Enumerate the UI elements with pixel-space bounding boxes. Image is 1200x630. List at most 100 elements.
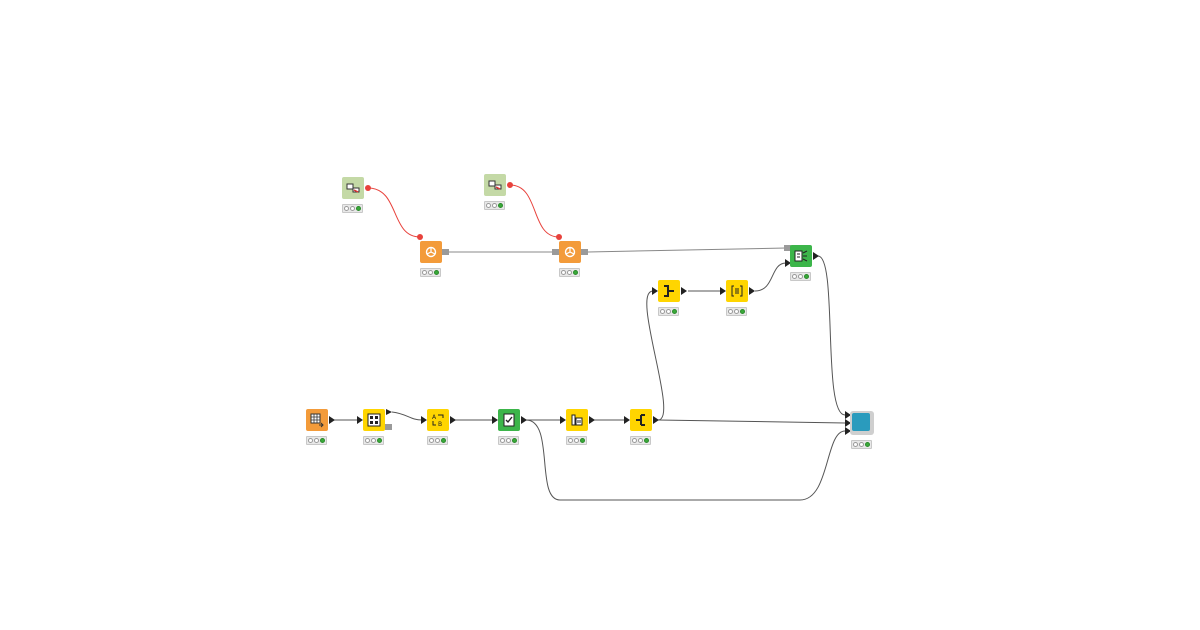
svg-text:B: B	[438, 421, 442, 428]
status-light	[792, 274, 797, 279]
input-port[interactable]	[560, 416, 566, 424]
status-light	[567, 270, 572, 275]
input-port[interactable]	[624, 416, 630, 424]
table-reader-icon	[310, 413, 324, 428]
status-light	[356, 206, 361, 211]
model-port[interactable]	[552, 249, 559, 255]
status-light	[344, 206, 349, 211]
rule-engine-node[interactable]	[726, 280, 748, 302]
status-light	[371, 438, 376, 443]
input-port[interactable]	[421, 416, 427, 424]
node-status-indicator	[342, 204, 363, 213]
splitter-node[interactable]	[630, 409, 652, 431]
model-port[interactable]	[581, 249, 588, 255]
output-port[interactable]	[749, 287, 755, 295]
node-status-indicator	[851, 440, 872, 449]
table-reader-node[interactable]	[306, 409, 328, 431]
status-light	[486, 203, 491, 208]
predictor-node[interactable]	[790, 245, 812, 267]
status-light	[320, 438, 325, 443]
status-light	[492, 203, 497, 208]
db-port[interactable]	[507, 182, 513, 188]
status-light	[672, 309, 677, 314]
output-component-node[interactable]	[852, 413, 870, 431]
status-light	[734, 309, 739, 314]
db-ports	[365, 182, 562, 240]
input-port[interactable]	[845, 411, 851, 419]
column-resorter-node[interactable]	[566, 409, 588, 431]
output-port[interactable]	[450, 416, 456, 424]
row-filter-node[interactable]	[498, 409, 520, 431]
input-port[interactable]	[357, 416, 363, 424]
status-light	[308, 438, 313, 443]
input-port[interactable]	[652, 287, 658, 295]
db-port[interactable]	[365, 185, 371, 191]
input-port[interactable]	[785, 259, 791, 267]
output-port[interactable]	[653, 416, 659, 424]
status-light	[859, 442, 864, 447]
input-port[interactable]	[845, 419, 851, 427]
connection[interactable]	[754, 262, 787, 292]
database-connector-node[interactable]	[484, 174, 506, 196]
status-light	[512, 438, 517, 443]
column-sort-icon	[571, 414, 583, 426]
db-query-icon	[425, 246, 437, 258]
db-port[interactable]	[417, 234, 423, 240]
db-connection-2[interactable]	[509, 184, 560, 238]
output-port[interactable]	[681, 287, 687, 295]
status-light	[441, 438, 446, 443]
database-query-node[interactable]	[559, 241, 581, 263]
database-connector-node[interactable]	[342, 177, 364, 199]
status-light	[632, 438, 637, 443]
joiner-node[interactable]	[658, 280, 680, 302]
status-light	[498, 203, 503, 208]
predictor-icon	[794, 250, 808, 262]
input-port[interactable]	[845, 427, 851, 435]
status-light	[314, 438, 319, 443]
output-port[interactable]	[589, 416, 595, 424]
output-port[interactable]	[329, 416, 335, 424]
column-filter-node[interactable]	[363, 409, 385, 431]
status-light	[798, 274, 803, 279]
column-grid-icon	[367, 413, 381, 427]
status-light	[638, 438, 643, 443]
connection[interactable]	[391, 411, 423, 421]
status-light	[573, 270, 578, 275]
model-port[interactable]	[442, 249, 449, 255]
text-transform-icon: AB	[432, 414, 444, 428]
node-status-indicator	[630, 436, 651, 445]
database-query-node[interactable]	[420, 241, 442, 263]
node-status-indicator	[420, 268, 441, 277]
status-light	[561, 270, 566, 275]
node-status-indicator	[559, 268, 580, 277]
node-status-indicator	[363, 436, 384, 445]
connection[interactable]	[646, 290, 665, 421]
connection[interactable]	[657, 419, 846, 424]
status-light	[728, 309, 733, 314]
input-port[interactable]	[492, 416, 498, 424]
db-port[interactable]	[556, 234, 562, 240]
checkbox-doc-icon	[503, 413, 515, 427]
status-light	[500, 438, 505, 443]
node-status-indicator	[726, 307, 747, 316]
ports	[329, 252, 851, 435]
db-query-icon	[564, 246, 576, 258]
status-light	[865, 442, 870, 447]
model-port[interactable]	[385, 424, 392, 430]
input-port[interactable]	[720, 287, 726, 295]
output-port[interactable]	[386, 409, 392, 415]
model-port[interactable]	[784, 245, 791, 251]
node-status-indicator	[498, 436, 519, 445]
db-connection-1[interactable]	[367, 187, 421, 238]
joiner-icon	[664, 285, 674, 297]
output-port[interactable]	[521, 416, 527, 424]
connection[interactable]	[817, 255, 846, 416]
connection[interactable]	[525, 419, 846, 501]
status-light	[434, 270, 439, 275]
connection[interactable]	[587, 247, 787, 253]
status-light	[350, 206, 355, 211]
output-port[interactable]	[813, 252, 819, 260]
db-connector-icon	[346, 183, 360, 193]
